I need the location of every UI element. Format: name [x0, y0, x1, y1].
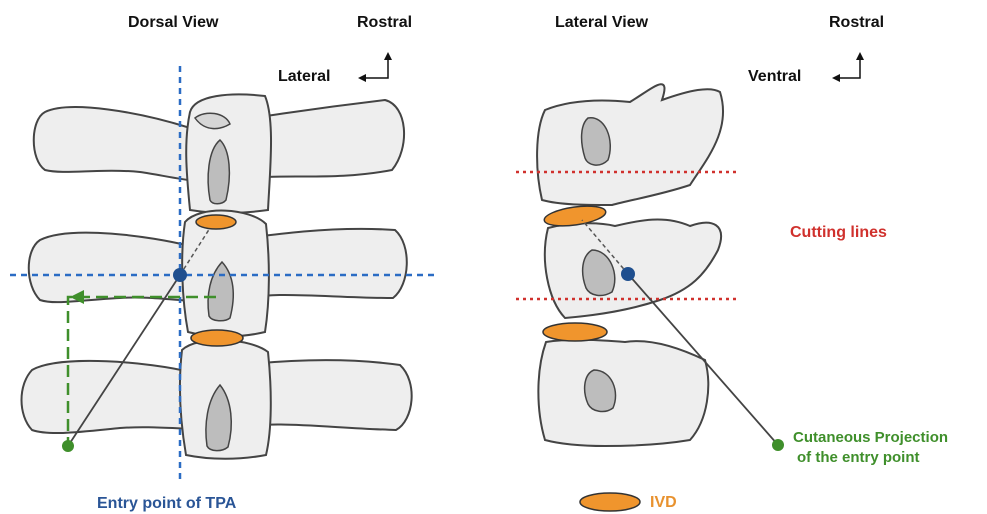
dorsal-orientation-arrows	[358, 52, 392, 82]
dorsal-ivd-bottom	[191, 330, 243, 346]
lateral-bottom-body	[538, 340, 708, 446]
lateral-vertebrae	[537, 84, 723, 446]
dorsal-top-spinous	[186, 94, 271, 213]
dorsal-ivd-top	[196, 215, 236, 229]
dorsal-cutaneous-point	[62, 440, 74, 452]
lateral-orientation-arrows	[832, 52, 864, 82]
lateral-entry-point	[621, 267, 635, 281]
lateral-cutaneous-point	[772, 439, 784, 451]
lateral-top-body	[537, 84, 723, 205]
dorsal-entry-point	[173, 268, 187, 282]
lateral-ivd-bottom	[543, 323, 607, 341]
lateral-middle-body	[545, 219, 721, 318]
ivd-legend-icon	[580, 493, 640, 511]
